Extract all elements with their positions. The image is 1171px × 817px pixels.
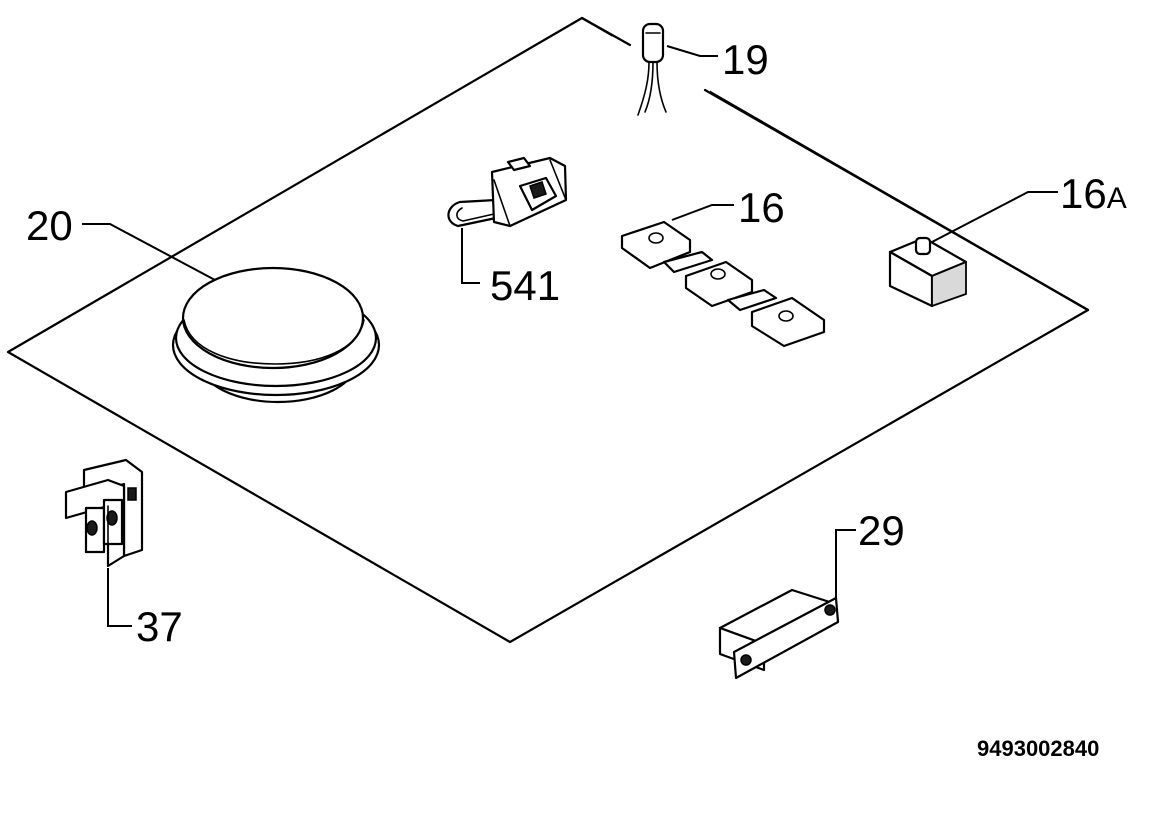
label-541: 541 [490,262,560,309]
label-20: 20 [26,202,73,249]
thermostat-block-part [888,236,968,308]
plate-edge-segment [580,16,632,47]
label-29: 29 [858,507,905,554]
label-16a-number: 16 [1060,170,1107,217]
leader-16 [671,204,734,221]
plate-edge-segment [703,88,1090,312]
label-16a: 16A [1060,170,1127,217]
leader-16a [931,191,1058,243]
leader-37 [107,568,132,627]
label-16: 16 [738,184,785,231]
leader-20 [82,223,216,281]
heating-element-part [620,220,826,348]
switch-part [447,156,568,228]
hotplate-part [171,266,381,404]
leader-541 [461,228,480,284]
label-19: 19 [722,36,769,83]
connector-part [718,588,840,680]
leader-29 [835,529,856,600]
document-number: 9493002840 [977,736,1099,761]
leader-19 [666,45,718,57]
label-16a-suffix: A [1107,182,1127,215]
terminal-block-part [64,458,144,568]
cable-sensor-part [637,22,667,116]
label-37: 37 [136,603,183,650]
hob-plate-outline [6,16,1090,644]
